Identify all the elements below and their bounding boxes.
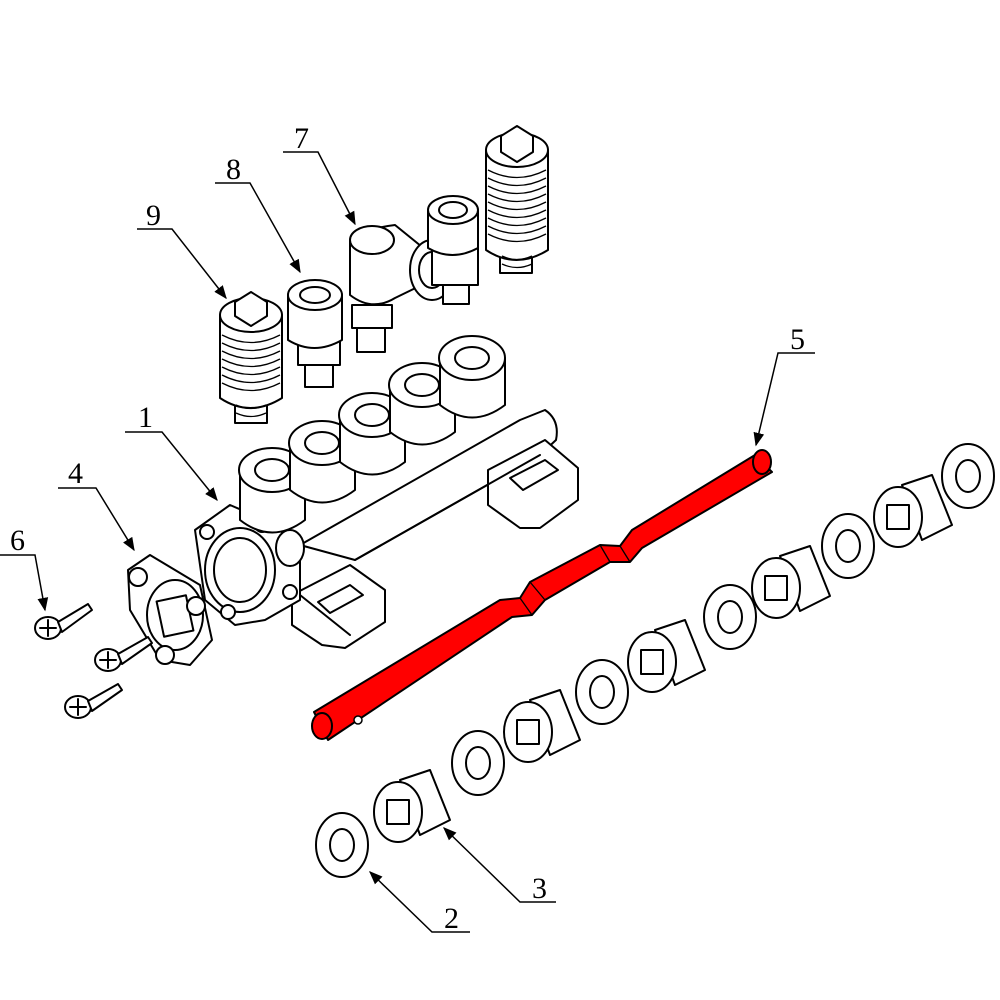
spacer-1 bbox=[373, 769, 451, 843]
callout-6-label: 6 bbox=[10, 524, 25, 557]
callout-5: 5 bbox=[753, 323, 815, 447]
callout-1-label: 1 bbox=[138, 401, 153, 434]
screw-2 bbox=[94, 636, 153, 672]
seal-ring-2 bbox=[451, 730, 505, 796]
seal-ring-6 bbox=[941, 443, 995, 509]
shaft-highlighted bbox=[311, 449, 773, 741]
manifold-boss-5 bbox=[438, 335, 506, 419]
callout-4: 4 bbox=[58, 457, 135, 552]
callout-9-label: 9 bbox=[146, 199, 161, 232]
straight-fitting bbox=[287, 279, 343, 388]
callout-3: 3 bbox=[443, 827, 556, 905]
manifold-boss-2 bbox=[288, 420, 356, 504]
seal-row bbox=[315, 443, 995, 878]
screw-1 bbox=[34, 603, 93, 640]
callout-2-label: 2 bbox=[444, 902, 459, 935]
callout-8: 8 bbox=[215, 153, 301, 274]
spacer-row bbox=[373, 474, 953, 843]
seal-ring-4 bbox=[703, 584, 757, 650]
silencer-left bbox=[219, 291, 283, 424]
callout-2: 2 bbox=[369, 871, 470, 935]
seal-ring-3 bbox=[575, 659, 629, 725]
callout-3-label: 3 bbox=[532, 872, 547, 905]
manifold-boss-1 bbox=[238, 447, 306, 534]
callout-9: 9 bbox=[137, 199, 227, 300]
callout-1: 1 bbox=[125, 401, 218, 502]
manifold-boss-4 bbox=[388, 362, 456, 446]
spacer-4 bbox=[751, 545, 831, 619]
spacer-2 bbox=[503, 689, 581, 763]
straight-fitting-right bbox=[427, 195, 479, 305]
spacer-3 bbox=[627, 619, 706, 693]
callout-7: 7 bbox=[283, 122, 356, 226]
callout-8-label: 8 bbox=[226, 153, 241, 186]
manifold-body bbox=[194, 335, 579, 649]
screw-3 bbox=[64, 683, 123, 719]
seal-ring-1 bbox=[315, 812, 369, 878]
callout-5-label: 5 bbox=[790, 323, 805, 356]
manifold-boss-3 bbox=[338, 392, 406, 476]
silencer-right bbox=[485, 125, 549, 274]
seal-ring-5 bbox=[821, 513, 875, 579]
spacer-5 bbox=[873, 474, 953, 548]
callout-7-label: 7 bbox=[294, 122, 309, 155]
callout-6: 6 bbox=[0, 524, 49, 612]
callout-4-label: 4 bbox=[68, 457, 83, 490]
